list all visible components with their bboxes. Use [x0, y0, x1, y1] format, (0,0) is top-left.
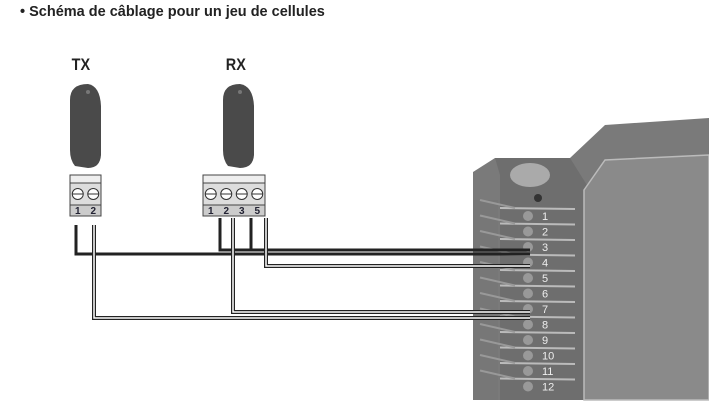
- screw-icon: [523, 366, 533, 376]
- tx-sensor: [70, 84, 101, 168]
- terminal-label: 5: [254, 206, 260, 217]
- board-terminal-label: 11: [542, 366, 553, 378]
- board-terminal-label: 4: [542, 258, 548, 270]
- terminal-label: 1: [75, 206, 81, 217]
- board-terminal-label: 9: [542, 335, 548, 347]
- terminal-label: 2: [223, 206, 229, 217]
- wire-tx2-to-7: [92, 225, 530, 320]
- wire-rx1-rx3-to-3: [218, 218, 530, 252]
- tx-label: TX: [71, 55, 91, 74]
- board-terminal-label: 1: [542, 211, 548, 223]
- board-terminal-label: 6: [542, 289, 548, 301]
- screw-icon: [523, 226, 533, 237]
- screw-icon: [523, 350, 533, 361]
- screw-icon: [523, 335, 533, 345]
- board-terminal-label: 10: [542, 351, 554, 363]
- wire-rx2-to-7: [231, 218, 530, 314]
- board-terminal-label: 3: [542, 242, 548, 254]
- board-terminal-label: 12: [542, 382, 554, 394]
- screw-icon: [523, 381, 533, 392]
- board-terminal-label: 7: [542, 304, 548, 316]
- wires: [74, 218, 530, 320]
- terminal-label: 2: [90, 206, 96, 217]
- board-terminal-label: 5: [542, 273, 548, 285]
- screw-icon: [523, 319, 533, 330]
- control-board: [473, 118, 709, 401]
- wire-tx1-to-3: [74, 225, 530, 256]
- diagram-title: • Schéma de câblage pour un jeu de cellu…: [20, 4, 325, 20]
- rx-sensor: [223, 84, 254, 168]
- terminal-label: 3: [239, 206, 245, 217]
- rx-label: RX: [225, 55, 246, 74]
- board-terminal-label: 8: [542, 320, 548, 332]
- board-terminal-label: 2: [542, 227, 548, 239]
- screw-icon: [523, 211, 533, 221]
- wire-rx5-to-4: [264, 218, 530, 268]
- terminal-label: 1: [208, 206, 214, 217]
- screw-icon: [523, 273, 533, 283]
- screw-icon: [523, 288, 533, 299]
